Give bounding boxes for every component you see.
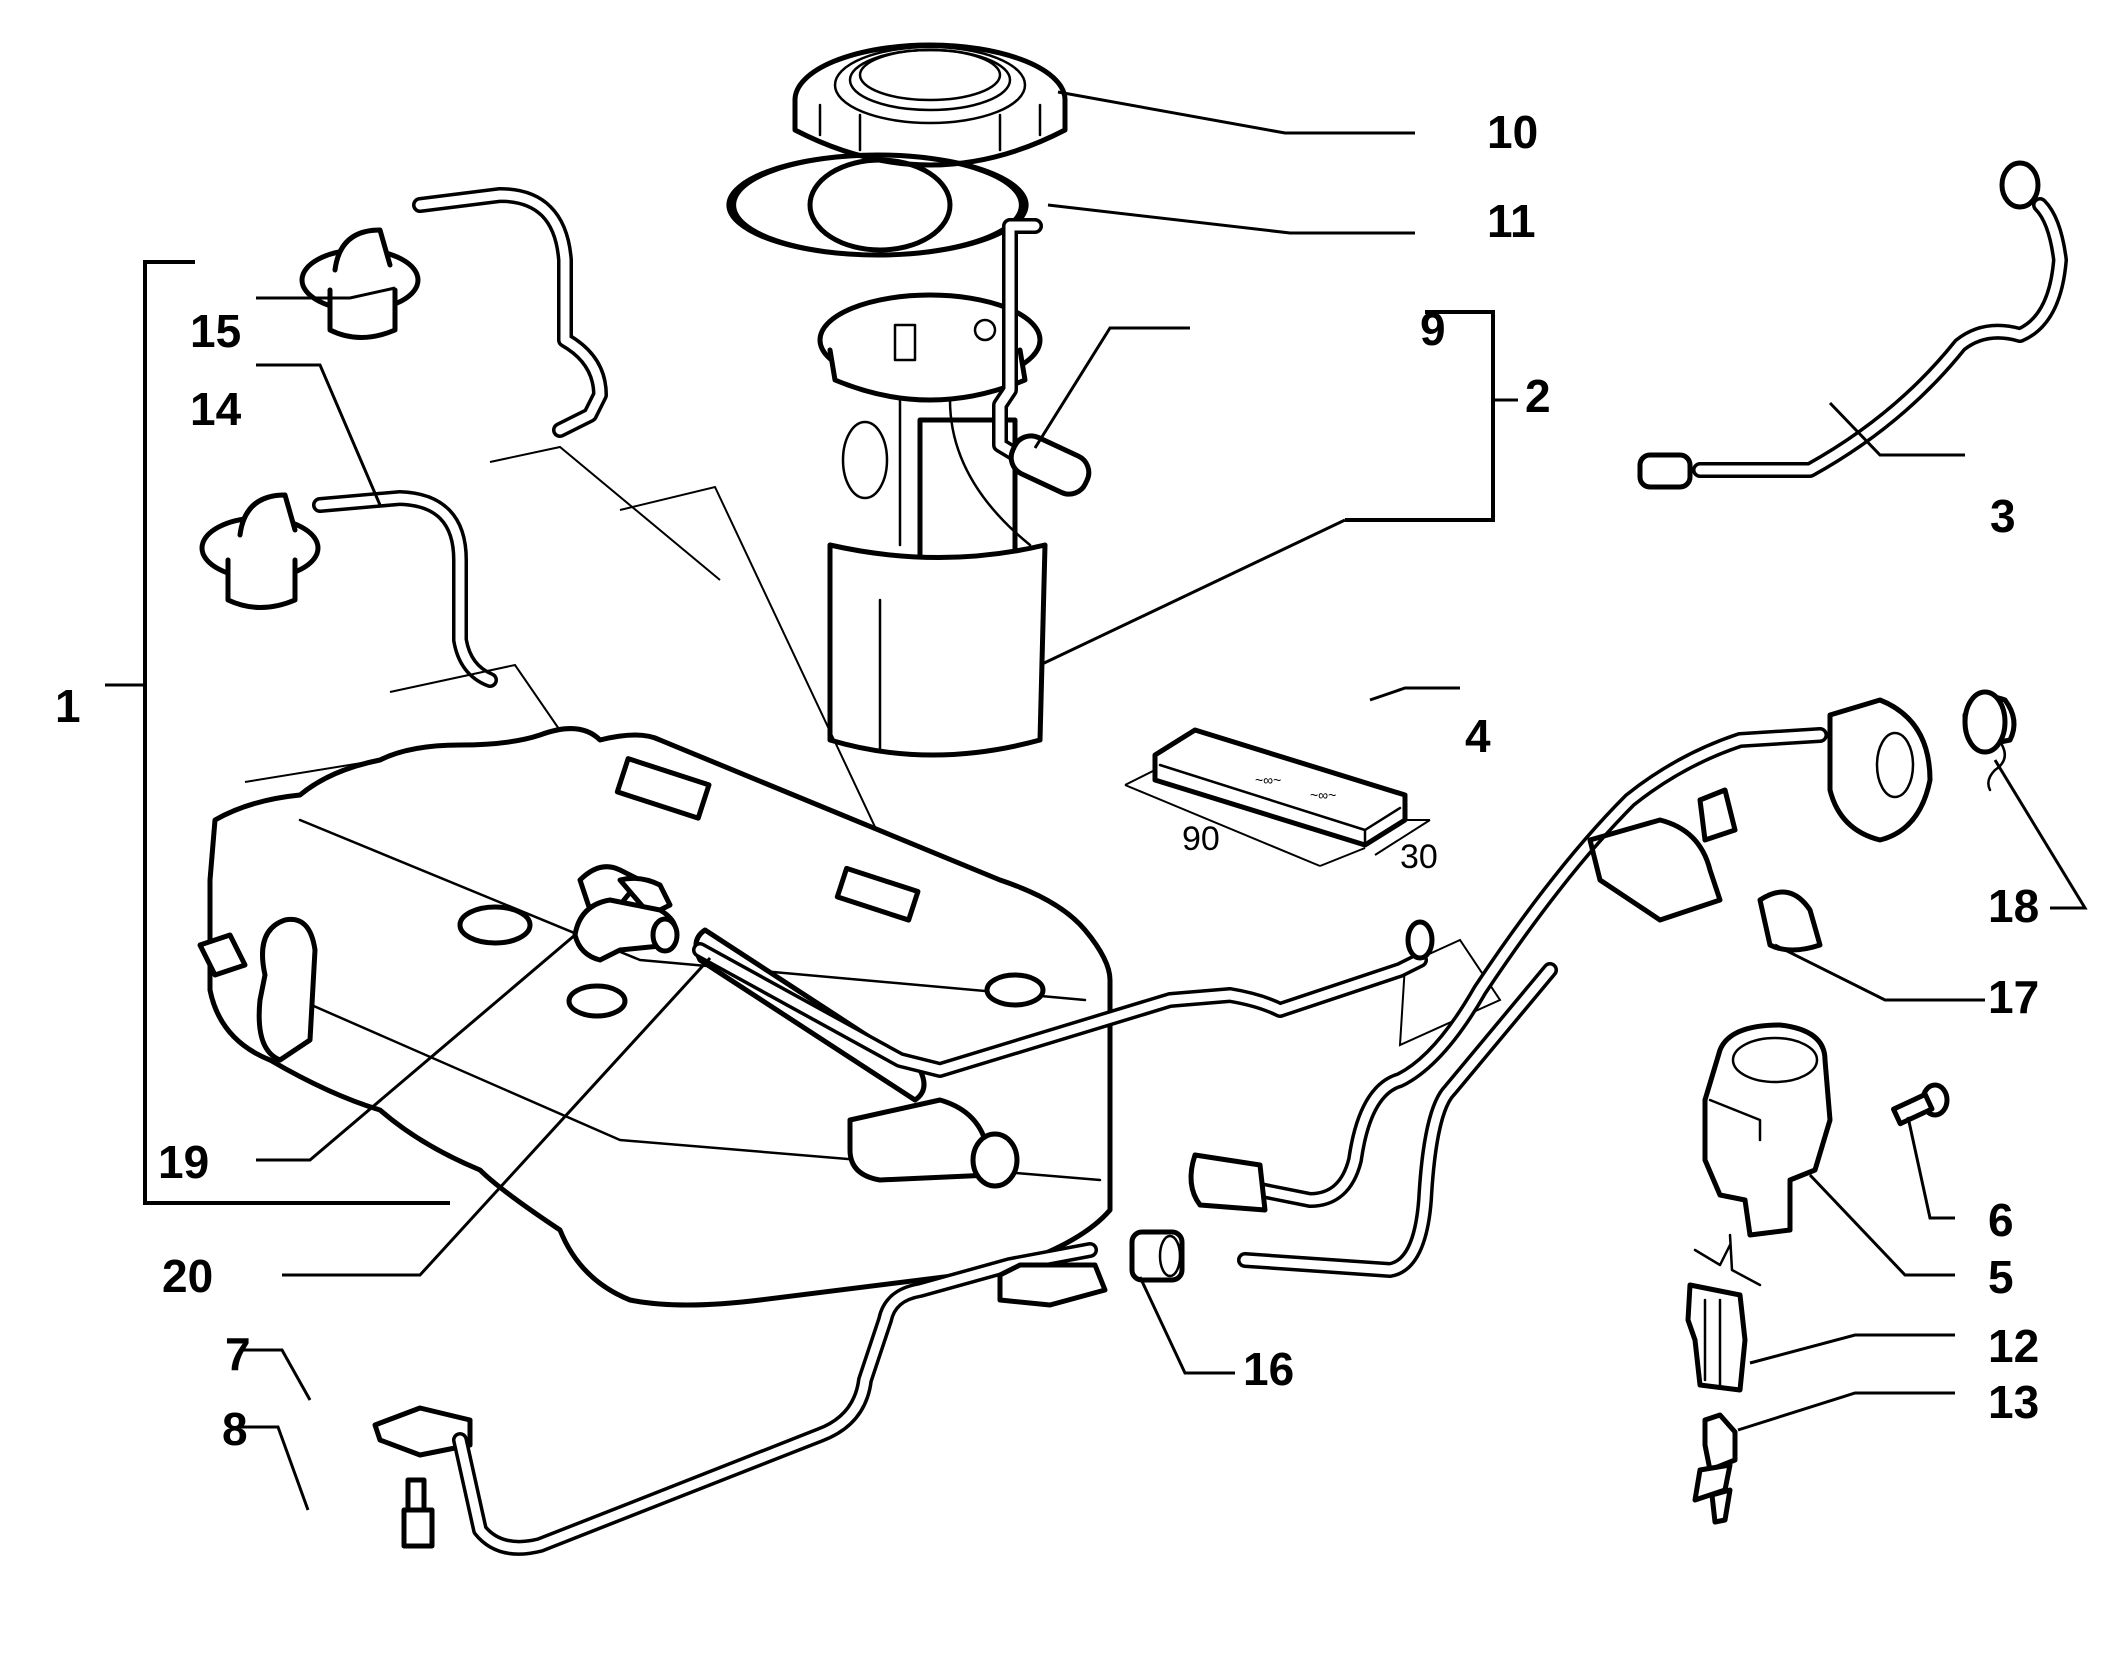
adhesive-pad-part: ~∞~ ~∞~ bbox=[1152, 727, 1408, 848]
callout-14[interactable]: 14 bbox=[190, 383, 242, 435]
strap-bolt-part bbox=[401, 1477, 435, 1549]
callout-15[interactable]: 15 bbox=[190, 305, 241, 357]
callout-10[interactable]: 10 bbox=[1487, 106, 1538, 158]
hose-sleeve-part bbox=[1129, 1229, 1185, 1283]
fuel-pump-part bbox=[817, 292, 1048, 758]
callout-6[interactable]: 6 bbox=[1988, 1194, 2014, 1246]
leader-17 bbox=[1774, 943, 1985, 1002]
leader-6 bbox=[1906, 1116, 1955, 1220]
leader-10 bbox=[1057, 90, 1415, 135]
leader-4 bbox=[1369, 686, 1460, 702]
leader-3 bbox=[1828, 401, 1965, 457]
leader-15 bbox=[256, 286, 396, 300]
callout-17[interactable]: 17 bbox=[1988, 971, 2039, 1023]
svg-text:~∞~: ~∞~ bbox=[1310, 787, 1336, 803]
leader-16 bbox=[1138, 1276, 1235, 1375]
vent-valve-upper-part bbox=[299, 187, 608, 438]
elbow-fitting-part bbox=[572, 897, 680, 963]
lock-ring-part bbox=[792, 42, 1068, 168]
callout-1[interactable]: 1 bbox=[55, 680, 81, 732]
leader-14 bbox=[256, 363, 382, 506]
leader-9 bbox=[1033, 326, 1190, 449]
bracket-part-1 bbox=[143, 260, 450, 1205]
callout-8[interactable]: 8 bbox=[222, 1403, 248, 1455]
connector-part bbox=[1685, 1233, 1762, 1393]
delivery-pipe-part bbox=[1637, 160, 2068, 490]
callout-7[interactable]: 7 bbox=[225, 1328, 251, 1380]
dimension-width: 30 bbox=[1400, 838, 1438, 876]
tank-strap-part bbox=[372, 1242, 1108, 1556]
seal-gasket-part bbox=[726, 152, 1029, 258]
dimension-lines bbox=[1124, 769, 1431, 867]
leader-7 bbox=[240, 1348, 312, 1401]
callout-labels: 10 11 9 2 3 15 14 1 4 18 17 19 20 6 5 12… bbox=[55, 106, 2039, 1455]
callout-18[interactable]: 18 bbox=[1988, 880, 2039, 932]
callout-20[interactable]: 20 bbox=[162, 1250, 213, 1302]
leader-8 bbox=[240, 1425, 310, 1511]
callout-12[interactable]: 12 bbox=[1988, 1320, 2039, 1372]
svg-text:~∞~: ~∞~ bbox=[1255, 772, 1281, 788]
callout-3[interactable]: 3 bbox=[1990, 490, 2016, 542]
callout-16[interactable]: 16 bbox=[1243, 1343, 1294, 1395]
terminal-part bbox=[1692, 1412, 1738, 1525]
callout-2[interactable]: 2 bbox=[1525, 370, 1551, 422]
vent-valve-lower-part bbox=[199, 490, 498, 688]
bracket-part-2 bbox=[1345, 310, 1495, 522]
float-arm-part bbox=[992, 218, 1092, 497]
leader-12 bbox=[1749, 1333, 1955, 1365]
callout-19[interactable]: 19 bbox=[158, 1136, 209, 1188]
leader-2b bbox=[1039, 518, 1346, 667]
leader-11 bbox=[1047, 203, 1415, 235]
leader-lines bbox=[105, 90, 2088, 1511]
callout-11[interactable]: 11 bbox=[1487, 195, 1536, 247]
dimension-length: 90 bbox=[1182, 820, 1220, 858]
solenoid-valve-part bbox=[1702, 1022, 1833, 1238]
leader-5 bbox=[1808, 1173, 1955, 1277]
leader-19 bbox=[256, 933, 576, 1162]
vent-hose-part bbox=[692, 919, 1435, 1078]
leader-20 bbox=[282, 956, 712, 1277]
callout-5[interactable]: 5 bbox=[1988, 1251, 2014, 1303]
filler-neck-part bbox=[1188, 697, 1933, 1278]
callout-4[interactable]: 4 bbox=[1465, 710, 1491, 762]
callout-13[interactable]: 13 bbox=[1988, 1376, 2039, 1428]
screw-part bbox=[1890, 1082, 1950, 1127]
filler-cap-part bbox=[1962, 689, 2017, 792]
leader-13 bbox=[1737, 1391, 1955, 1432]
callout-9[interactable]: 9 bbox=[1420, 303, 1446, 355]
leader-18 bbox=[1993, 759, 2088, 910]
